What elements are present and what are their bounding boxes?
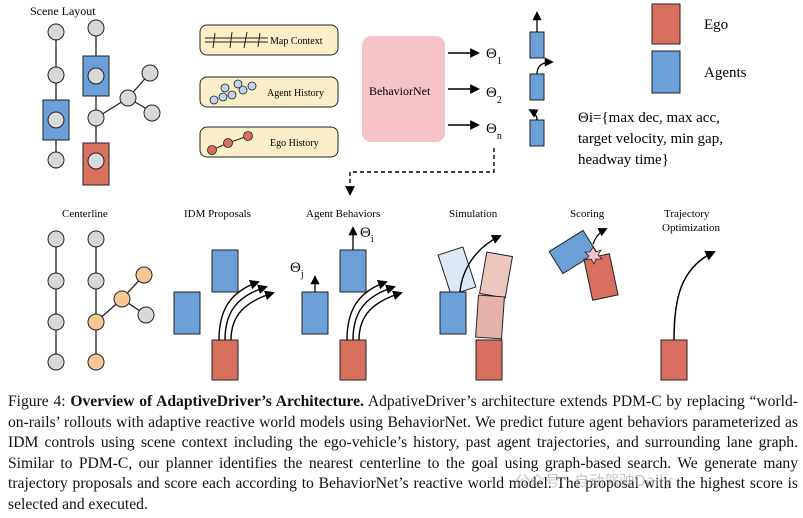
agent-vehicle [529,119,545,147]
agent-vehicle [339,249,367,293]
theta-2: Θ2 [486,85,502,106]
agent-vehicle [529,31,545,59]
ego-vehicle-ghost [478,251,514,299]
output-arrows [448,48,480,130]
agent-vehicle [529,73,545,101]
legend: Ego Agents [651,3,747,94]
output-agents [528,11,554,147]
agent-vehicle [301,291,329,335]
agent-vehicle-ghost [437,246,477,296]
map-context-label: Map Context [270,36,323,47]
stage-agent-behaviors-label: Agent Behaviors [306,208,380,220]
agent-vehicle [548,229,598,275]
legend-agents-label: Agents [704,65,747,81]
idm-proposals [173,249,275,381]
legend-ego-label: Ego [704,17,728,33]
theta-j-label: Θj [290,260,304,280]
legend-ego-swatch [651,3,681,45]
scoring [548,228,619,301]
agent-vehicle [211,249,239,293]
stage-scoring-label: Scoring [570,208,605,220]
simulation [437,234,514,381]
behaviornet-box [362,36,445,142]
ego-vehicle [211,339,239,381]
ego-vehicle [660,339,688,381]
trajectory-optimization [660,250,716,381]
collision-icon [584,246,603,265]
architecture-figure: Scene Layout Map Context [30,3,747,381]
behaviornet: BehaviorNet [362,36,445,142]
ego-vehicle [475,339,503,381]
figure-caption: Figure 4: Overview of AdaptiveDriver’s A… [8,392,798,515]
stage-centerline-label: Centerline [62,208,108,220]
caption-title: Overview of AdaptiveDriver’s Architectur… [70,393,364,410]
agent-history-label: Agent History [267,88,324,99]
agent-behaviors: Θi Θj [290,225,403,381]
theta-1: Θ1 [486,46,502,67]
ego-vehicle-ghost [475,294,505,340]
legend-agents-swatch [651,50,681,94]
agent-vehicle [173,291,201,335]
map-context-box [199,24,339,56]
ego-history-label: Ego History [270,138,319,149]
theta-def-line-3: headway time} [578,152,669,168]
theta-def-line-1: Θi={max dec, max acc, [578,110,720,126]
scene-layout: Scene Layout [30,4,161,186]
behaviornet-label: BehaviorNet [369,84,431,98]
stage-trajectory-label: Trajectory [664,208,710,220]
caption-figure-label: Figure 4: [8,393,66,410]
ego-vehicle [583,253,619,301]
input-boxes: Map Context Agent History Ego History [199,24,339,158]
agent-vehicle [82,55,110,97]
theta-definition: Θi={max dec, max acc, target velocity, m… [578,110,723,168]
watermark: 公众号 · 自动驾驶Daily [515,472,673,490]
caption-body: AdpativeDriver’s architecture extends PD… [8,393,798,513]
scene-layout-label: Scene Layout [30,4,96,18]
theta-n: Θn [486,121,502,142]
ego-history-box [199,126,339,158]
agent-vehicle [439,291,467,335]
stage-optimization-label: Optimization [662,222,721,234]
stage-simulation-label: Simulation [449,208,498,220]
theta-i-label: Θi [360,225,374,245]
dashed-connector [345,148,495,196]
theta-def-line-2: target velocity, min gap, [578,131,723,147]
ego-vehicle [339,339,367,381]
stage-idm-proposals-label: IDM Proposals [184,208,251,220]
centerline-graph [47,230,155,371]
